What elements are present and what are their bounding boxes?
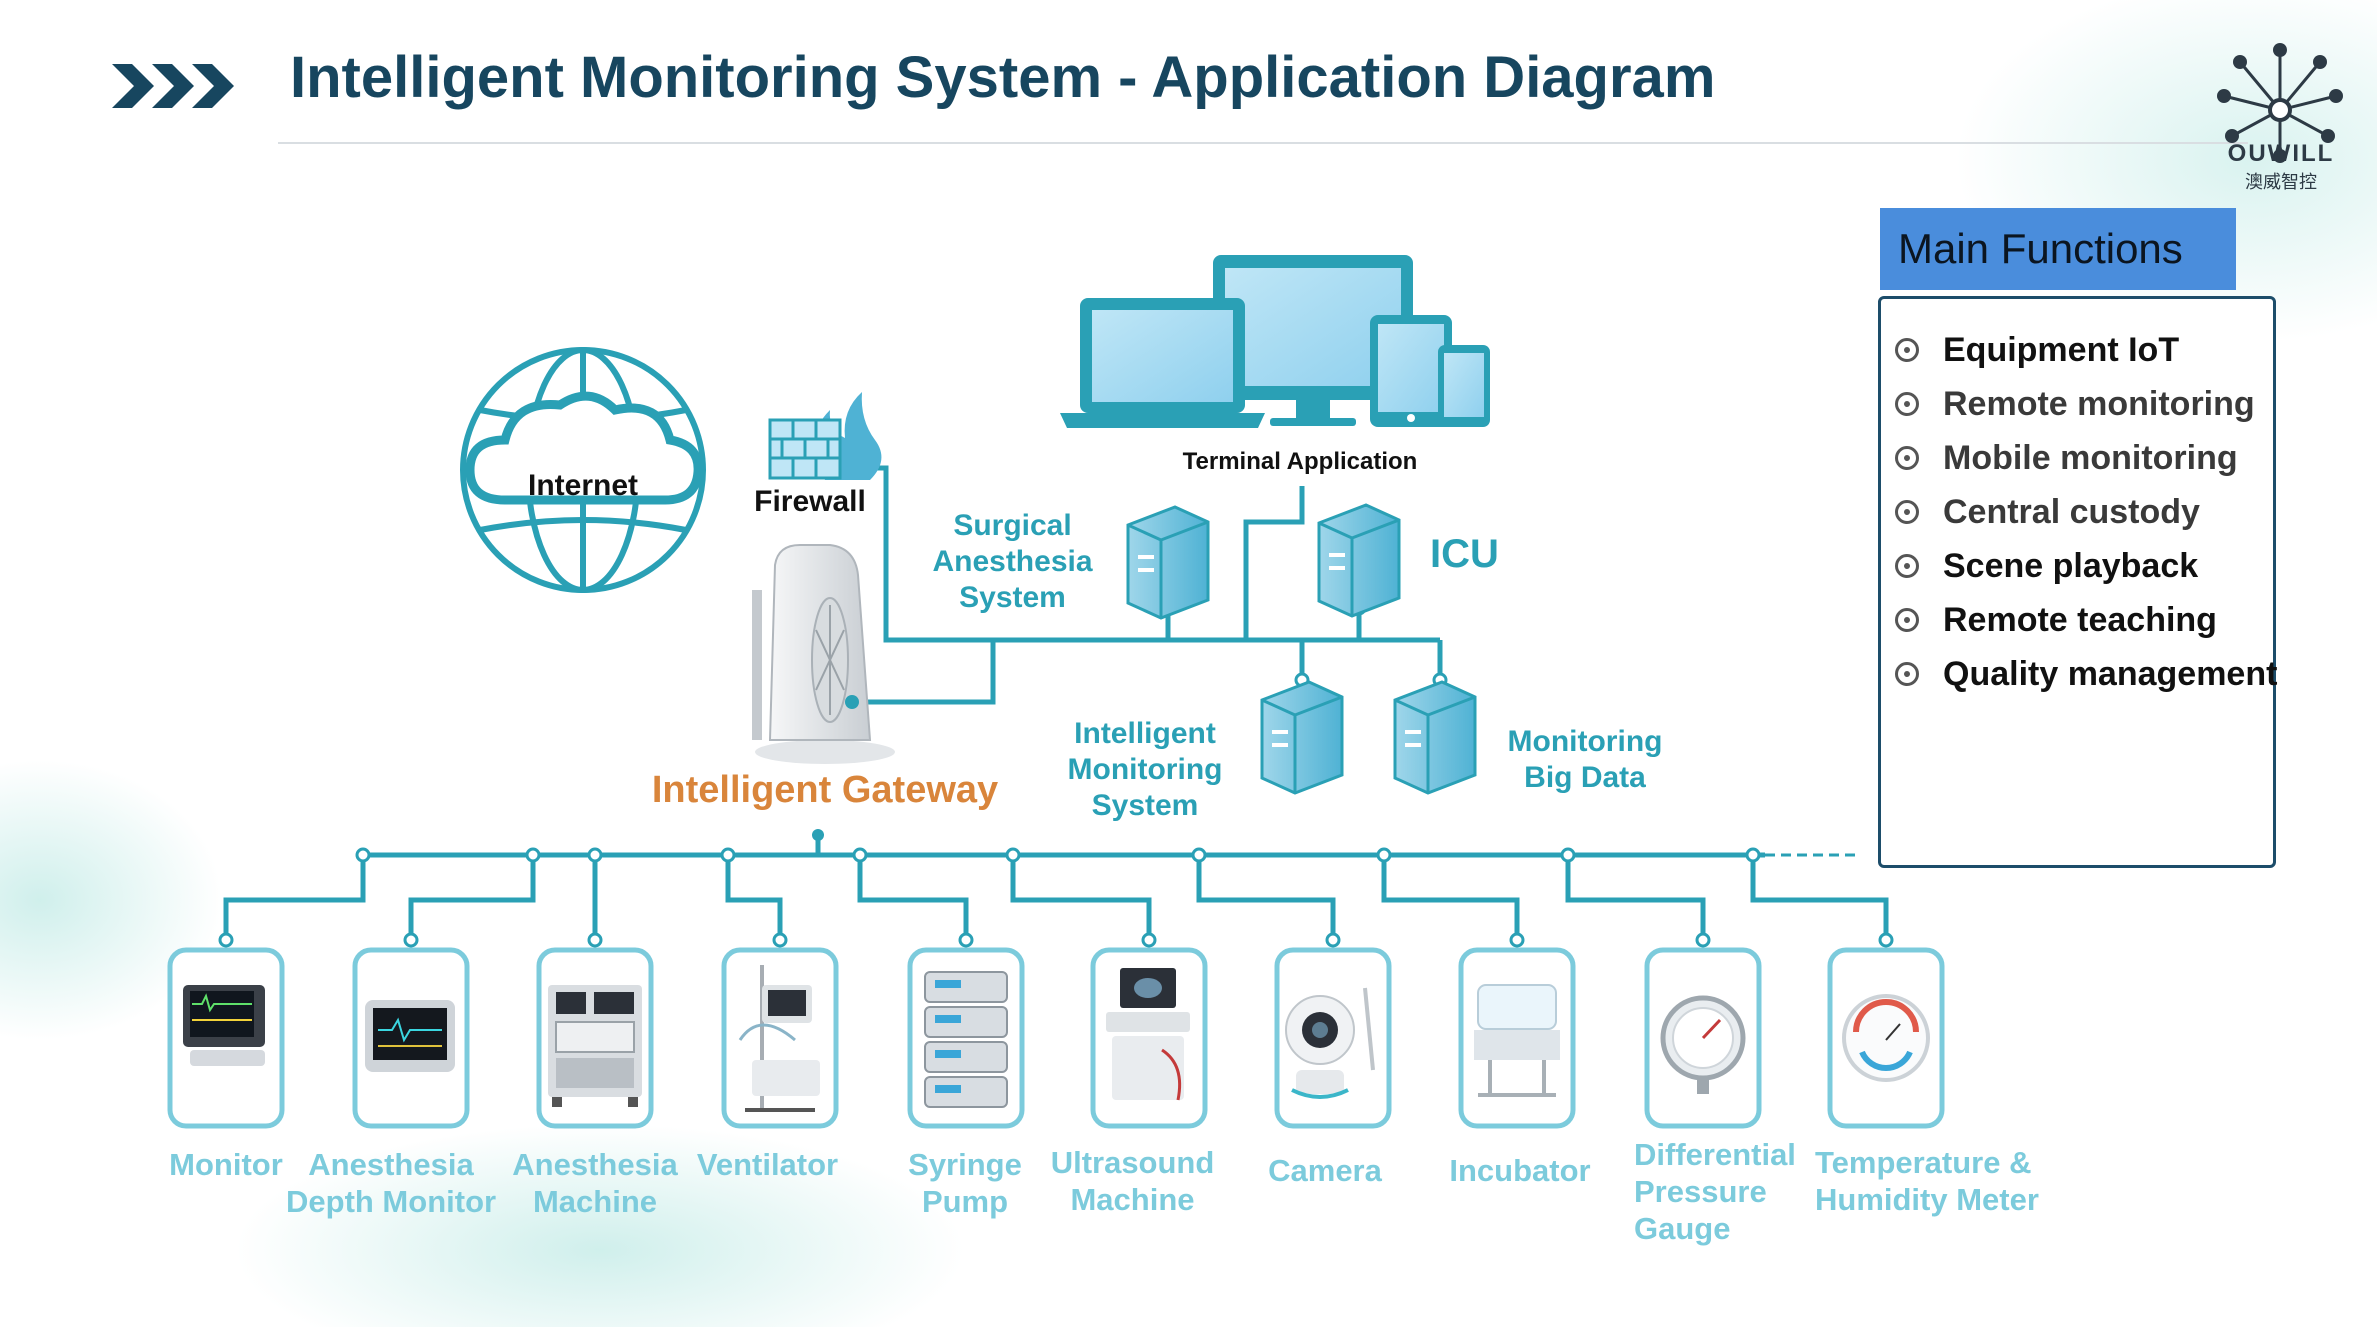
function-item: Quality management — [1895, 647, 2277, 701]
gateway-device-icon — [752, 544, 895, 764]
page-title: Intelligent Monitoring System - Applicat… — [290, 45, 1716, 110]
syringe-pump-icon — [924, 971, 1008, 1108]
firewall-icon — [768, 392, 882, 480]
function-item: Central custody — [1895, 485, 2200, 539]
function-item: Mobile monitoring — [1895, 431, 2238, 485]
anesthesia-machine-icon — [548, 985, 642, 1107]
logo-chinese-text: 澳威智控 — [2245, 172, 2317, 192]
main-functions-header: Main Functions — [1880, 208, 2236, 290]
device-label-temperature-humidity-meter: Temperature &Humidity Meter — [1815, 1145, 2039, 1218]
terminal-devices-icon — [1060, 255, 1490, 428]
ultrasound-machine-icon — [1106, 968, 1190, 1101]
monitor-device-icon — [183, 985, 265, 1066]
radio-bullet-icon — [1895, 338, 1919, 362]
function-item: Remote teaching — [1895, 593, 2217, 647]
ventilator-icon — [738, 965, 820, 1112]
server-big-data-icon — [1393, 680, 1477, 795]
firewall-label: Firewall — [754, 485, 866, 518]
thermo-hygrometer-icon — [1842, 994, 1930, 1082]
title-divider — [278, 142, 2248, 144]
radio-bullet-icon — [1895, 500, 1919, 524]
pressure-gauge-icon — [1660, 995, 1746, 1094]
device-label-incubator: Incubator — [1449, 1153, 1591, 1188]
server-icu-icon — [1317, 503, 1401, 618]
ouwill-logo-icon — [2217, 43, 2343, 163]
anesthesia-depth-monitor-icon — [365, 1000, 455, 1072]
function-item: Equipment IoT — [1895, 323, 2179, 377]
function-item: Scene playback — [1895, 539, 2198, 593]
radio-bullet-icon — [1895, 608, 1919, 632]
device-label-camera: Camera — [1268, 1153, 1382, 1188]
device-label-monitor: Monitor — [169, 1147, 283, 1182]
chevron-arrows-icon — [112, 64, 234, 108]
server-monitoring-system-icon — [1260, 680, 1344, 795]
internet-label: Internet — [527, 469, 638, 502]
server-surgical-icon — [1126, 505, 1210, 620]
internet-cloud-icon — [465, 391, 703, 505]
radio-bullet-icon — [1895, 662, 1919, 686]
radio-bullet-icon — [1895, 392, 1919, 416]
gateway-port-dot — [812, 829, 824, 841]
device-label-ventilator: Ventilator — [696, 1147, 839, 1182]
radio-bullet-icon — [1895, 446, 1919, 470]
logo-wordmark: OUWILL — [2227, 140, 2335, 167]
camera-device-icon — [1285, 987, 1375, 1099]
intelligent-gateway-label: Intelligent Gateway — [651, 769, 999, 811]
terminal-application-label: Terminal Application — [1182, 448, 1418, 475]
incubator-icon — [1474, 984, 1560, 1097]
icu-label: ICU — [1430, 532, 1499, 576]
main-functions-panel: Equipment IoT Remote monitoring Mobile m… — [1878, 296, 2277, 868]
function-item: Remote monitoring — [1895, 377, 2255, 431]
radio-bullet-icon — [1895, 554, 1919, 578]
